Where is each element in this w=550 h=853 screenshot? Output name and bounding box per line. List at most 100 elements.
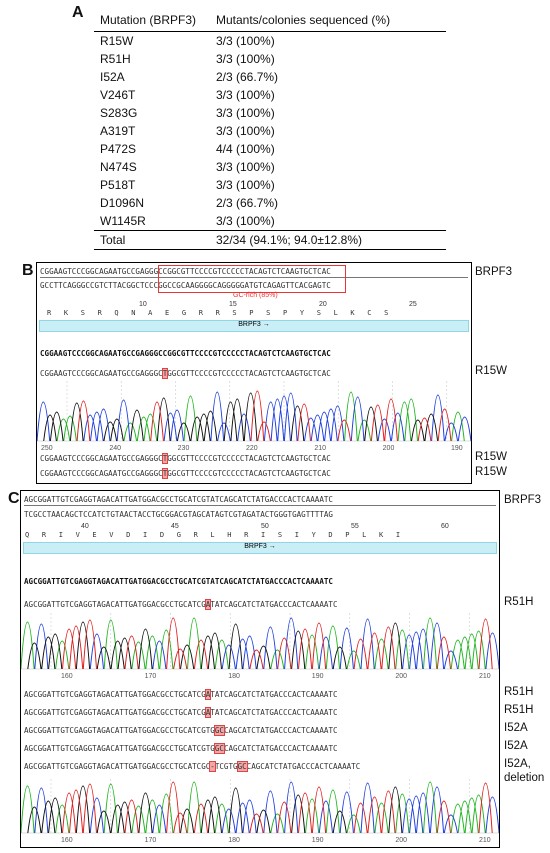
label-i52a-del: I52A, xyxy=(504,758,531,770)
read-prefix: AGCGGATTGTCGAGGTAGACATTGATGGACGCCTGCATCG… xyxy=(24,726,215,735)
read-r15w: CGGAAGTCCCGGCAGAATGCCGAGGGCTGGCGTTCCCCGT… xyxy=(40,368,331,379)
aa-number: 60 xyxy=(441,523,449,530)
mutation-cell: W1145R xyxy=(100,214,146,228)
read-prefix: CGGAAGTCCCGGCAGAATGCCGAGGGC xyxy=(40,369,163,378)
mutants-cell: 3/3 (100%) xyxy=(216,88,275,102)
mutants-cell: 3/3 (100%) xyxy=(216,34,275,48)
total-label: Total xyxy=(100,233,126,247)
read-prefix: AGCGGATTGTCGAGGTAGACATTGATGGACGCCTGCATCG xyxy=(24,690,206,699)
trace-tick-label: 180 xyxy=(228,673,240,679)
read-r15w-3: CGGAAGTCCCGGCAGAATGCCGAGGGCTGGCGTTCCCCGT… xyxy=(40,468,331,479)
mutants-cell: 2/3 (66.7%) xyxy=(216,70,279,84)
label-r51h-top: R51H xyxy=(504,596,534,608)
trace-g xyxy=(27,785,403,834)
trace-tick-label: 170 xyxy=(145,673,157,679)
mutation-cell: P472S xyxy=(100,142,137,156)
trace-c xyxy=(37,391,471,442)
aa-translation: R K S R Q N A E G R R S P S P Y S L K C … xyxy=(47,309,389,317)
table-row: P472S 4/4 (100%) xyxy=(94,140,446,158)
ref-bottom-strand: TCGCCTAACAGCTCCATCTGTAACTACCTGCGGACGTAGC… xyxy=(24,510,333,519)
read-prefix: AGCGGATTGTCGAGGTAGACATTGATGGACGCCTGCATCG xyxy=(24,708,206,717)
consensus-sequence: AGCGGATTGTCGAGGTAGACATTGATGGACGCCTGCATCG… xyxy=(24,577,333,586)
panel-c-alignment: AGCGGATTGTCGAGGTAGACATTGATGGACGCCTGCATCG… xyxy=(20,490,500,848)
total-value: 32/34 (94.1%; 94.0±12.8%) xyxy=(216,233,363,247)
read-i52a-deletion: AGCGGATTGTCGAGGTAGACATTGATGGACGCCTGCATCG… xyxy=(24,761,361,772)
read-suffix: GGCGTTCCCCGTCCCCCTACAGTCTCAAGTGCTCAC xyxy=(167,369,331,378)
aa-number: 55 xyxy=(351,523,359,530)
deletion-highlight: - xyxy=(209,761,216,772)
ref-bottom-strand: GCCTTCAGGGCCGTCTTACGGCTCCCGGCCGCAAGGGGCA… xyxy=(40,281,331,290)
read-suffix: TATCAGCATCTATGACCCACTCAAAATC xyxy=(210,600,338,609)
trace-tick-label: 210 xyxy=(314,445,326,451)
trace-tick-label: 220 xyxy=(246,445,258,451)
trace-c xyxy=(34,617,499,670)
mutants-cell: 3/3 (100%) xyxy=(216,160,275,174)
read-suffix: GGCGTTCCCCGTCCCCCTACAGTCTCAAGTGCTCAC xyxy=(167,469,331,478)
read-i52a-2: AGCGGATTGTCGAGGTAGACATTGATGGACGCCTGCATCG… xyxy=(24,743,338,754)
header-mutation: Mutation (BRPF3) xyxy=(100,13,197,27)
label-r51h-1: R51H xyxy=(504,686,534,698)
mutation-cell: A319T xyxy=(100,124,136,138)
mutation-cell: R51H xyxy=(100,52,131,66)
gene-label: BRPF3 → xyxy=(244,543,276,550)
mutants-cell: 2/3 (66.7%) xyxy=(216,196,279,210)
ref-top-strand: CGGAAGTCCCGGCAGAATGCCGAGGGCCGGCGTTCCCCGT… xyxy=(40,267,331,276)
mutants-cell: 3/3 (100%) xyxy=(216,52,275,66)
read-r15w-2: CGGAAGTCCCGGCAGAATGCCGAGGGCTGGCGTTCCCCGT… xyxy=(40,453,331,464)
trace-tick-label: 190 xyxy=(312,837,324,843)
mutation-highlight: GC xyxy=(213,743,225,754)
read-r51h: AGCGGATTGTCGAGGTAGACATTGATGGACGCCTGCATCG… xyxy=(24,599,338,610)
consensus-sequence: CGGAAGTCCCGGCAGAATGCCGAGGGCCGGCGTTCCCCGT… xyxy=(40,349,331,358)
read-suffix: CAGCATCTATGACCCACTCAAAATC xyxy=(246,762,361,771)
read-prefix: CGGAAGTCCCGGCAGAATGCCGAGGGC xyxy=(40,469,163,478)
trace-a xyxy=(21,781,486,834)
mutation-cell: S283G xyxy=(100,106,138,120)
aa-number: 50 xyxy=(261,523,269,530)
trace-g xyxy=(43,392,439,442)
header-mutants: Mutants/colonies sequenced (%) xyxy=(216,13,391,27)
trace-tick-label: 160 xyxy=(61,837,73,843)
mutants-cell: 4/4 (100%) xyxy=(216,142,275,156)
mutants-cell: 3/3 (100%) xyxy=(216,178,275,192)
mutants-cell: 3/3 (100%) xyxy=(216,214,275,228)
mutation-highlight: A xyxy=(204,689,212,700)
read-suffix: TATCAGCATCTATGACCCACTCAAAATC xyxy=(210,708,338,717)
trace-tick-label: 250 xyxy=(41,445,53,451)
table-row: W1145R 3/3 (100%) xyxy=(94,212,446,230)
trace-tick-label: 200 xyxy=(395,673,407,679)
mutation-highlight: T xyxy=(161,468,169,479)
trace-tick-label: 190 xyxy=(451,445,463,451)
ref-top-strand: AGCGGATTGTCGAGGTAGACATTGATGGACGCCTGCATCG… xyxy=(24,495,333,504)
table-row: R51H 3/3 (100%) xyxy=(94,50,446,68)
panel-label-c: C xyxy=(8,490,20,507)
label-r51h-2: R51H xyxy=(504,704,534,716)
ruler-line xyxy=(24,505,496,506)
label-r15w-b2: R15W xyxy=(475,451,507,463)
gene-label: BRPF3 → xyxy=(238,321,270,328)
trace-tick-label: 240 xyxy=(109,445,121,451)
read-suffix: CAGCATCTATGACCCACTCAAAATC xyxy=(223,744,338,753)
label-i52a-1: I52A xyxy=(504,722,528,734)
gene-annotation: BRPF3 → xyxy=(39,320,469,332)
mutation-highlight: T xyxy=(161,368,169,379)
trace-t xyxy=(62,781,493,834)
table-rule xyxy=(94,31,446,32)
mutation-highlight: A xyxy=(204,707,212,718)
trace-tick-label: 180 xyxy=(228,837,240,843)
aa-number: 45 xyxy=(171,523,179,530)
aa-number: 40 xyxy=(81,523,89,530)
mutation-cell: V246T xyxy=(100,88,136,102)
read-middle: TCGTG xyxy=(214,762,238,771)
read-prefix: AGCGGATTGTCGAGGTAGACATTGATGGACGCCTGCATCG… xyxy=(24,744,215,753)
label-r15w-b1: R15W xyxy=(475,365,507,377)
read-prefix: AGCGGATTGTCGAGGTAGACATTGATGGACGCCTGCATCG… xyxy=(24,762,211,771)
mutation-cell: R15W xyxy=(100,34,134,48)
mutation-highlight: T xyxy=(161,453,169,464)
